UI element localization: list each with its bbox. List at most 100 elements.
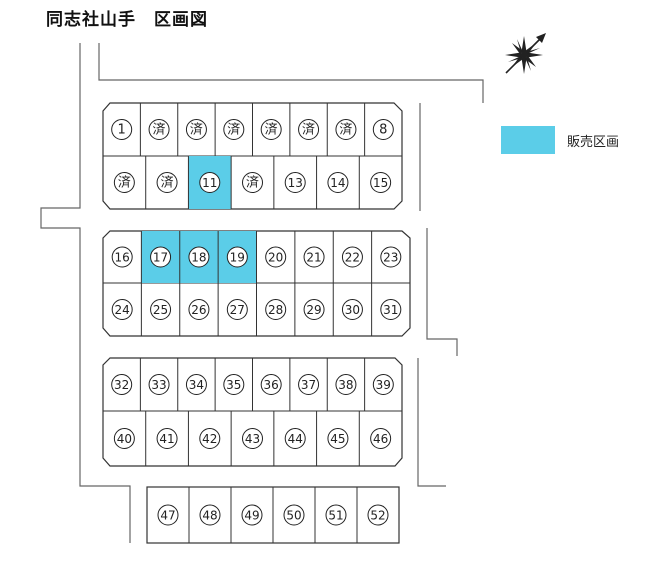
lot-number-circle bbox=[372, 119, 394, 140]
lot-number-circle bbox=[223, 119, 245, 140]
lot-number-circle bbox=[148, 374, 170, 395]
road-outline-right-mid bbox=[426, 228, 458, 356]
north-arrow-head bbox=[536, 33, 546, 43]
lot-number-label: 24 bbox=[115, 303, 130, 317]
lot-number-circle bbox=[380, 299, 402, 320]
lot-number-circle bbox=[327, 172, 349, 193]
lot-number-label: 8 bbox=[379, 123, 387, 138]
lot-number-label: 35 bbox=[226, 378, 241, 392]
lot-number-circle bbox=[199, 428, 221, 449]
lot-number-label: 23 bbox=[383, 251, 398, 265]
lot-number-circle bbox=[283, 504, 305, 526]
lot-number-circle bbox=[185, 119, 207, 140]
lot-number-circle bbox=[325, 504, 347, 526]
lot-number-label: 44 bbox=[288, 432, 303, 446]
lot-number-circle bbox=[260, 119, 282, 140]
lot-number-circle bbox=[199, 504, 221, 526]
lot-number-circle bbox=[188, 299, 210, 320]
lot-number-circle bbox=[284, 172, 306, 193]
lot-number-label: 42 bbox=[202, 432, 217, 446]
lot-number-label: 29 bbox=[306, 303, 321, 317]
lot-number-circle bbox=[150, 246, 172, 268]
lot-for-sale-label: 19 bbox=[230, 251, 245, 265]
lot-number-circle bbox=[335, 374, 357, 395]
lot-number-circle bbox=[226, 299, 248, 320]
lot-sold-label: 済 bbox=[302, 122, 315, 138]
road-outline-left bbox=[40, 43, 131, 543]
page-title: 同志社山手 区画図 bbox=[46, 10, 208, 30]
lot-number-circle bbox=[303, 246, 325, 268]
lot-number-circle bbox=[111, 374, 133, 395]
lot-number-label: 49 bbox=[244, 509, 259, 523]
lot-sold-label: 済 bbox=[246, 175, 259, 191]
lot-number-label: 52 bbox=[370, 509, 385, 523]
north-arrow-icon bbox=[505, 33, 546, 74]
lot-number-circle bbox=[341, 299, 363, 320]
lot-number-label: 28 bbox=[268, 303, 283, 317]
lot-number-label: 46 bbox=[373, 432, 388, 446]
lot-number-label: 33 bbox=[151, 378, 166, 392]
lot-sold-label: 済 bbox=[339, 122, 352, 138]
lot-number-label: 15 bbox=[373, 176, 388, 190]
lot-number-label: 27 bbox=[230, 303, 245, 317]
lot-number-circle bbox=[380, 246, 402, 268]
lot-number-circle bbox=[327, 428, 349, 449]
lot-number-circle bbox=[335, 119, 357, 140]
lot-number-label: 20 bbox=[268, 251, 283, 265]
legend-swatch bbox=[501, 126, 555, 154]
lot-number-label: 13 bbox=[288, 176, 303, 190]
lot-number-label: 22 bbox=[345, 251, 360, 265]
lot-sold-label: 済 bbox=[118, 175, 131, 191]
lot-number-circle bbox=[341, 246, 363, 268]
block-a-outline bbox=[102, 102, 403, 210]
lot-sold-label: 済 bbox=[227, 122, 240, 138]
lot-number-label: 32 bbox=[114, 378, 129, 392]
lot-for-sale-label: 11 bbox=[202, 176, 217, 190]
lot-for-sale-label: 17 bbox=[153, 251, 168, 265]
lot-number-label: 14 bbox=[330, 176, 345, 190]
lot-number-circle bbox=[260, 374, 282, 395]
road-outline-right-lower bbox=[417, 358, 446, 487]
lot-number-circle bbox=[370, 172, 392, 193]
lot-number-label: 50 bbox=[286, 509, 301, 523]
lot-number-label: 47 bbox=[160, 509, 175, 523]
lot-number-label: 26 bbox=[191, 303, 206, 317]
lot-number-label: 45 bbox=[330, 432, 345, 446]
legend-label: 販売区画 bbox=[567, 134, 620, 150]
lot-number-label: 39 bbox=[376, 378, 391, 392]
lot-number-label: 21 bbox=[306, 251, 321, 265]
lot-number-circle bbox=[111, 246, 133, 268]
lot-number-label: 51 bbox=[328, 509, 343, 523]
lot-number-circle bbox=[298, 374, 320, 395]
lot-number-label: 38 bbox=[338, 378, 353, 392]
lot-number-circle bbox=[241, 504, 263, 526]
lot-sold-label: 済 bbox=[153, 122, 166, 138]
lot-number-circle bbox=[157, 504, 179, 526]
lot-number-circle bbox=[265, 246, 287, 268]
lot-number-circle bbox=[242, 172, 263, 193]
lot-number-circle bbox=[150, 299, 172, 320]
lot-number-label: 37 bbox=[301, 378, 316, 392]
lot-for-sale-label: 18 bbox=[191, 251, 206, 265]
lot-number-label: 16 bbox=[115, 251, 130, 265]
legend: 販売区画 bbox=[501, 126, 619, 154]
lot-number-circle bbox=[188, 246, 210, 268]
lot-number-circle bbox=[156, 172, 178, 193]
lot-number-circle bbox=[284, 428, 306, 449]
lot-sold-label: 済 bbox=[161, 175, 174, 191]
lot-number-label: 48 bbox=[202, 509, 217, 523]
road-outline-top bbox=[98, 43, 484, 103]
lot-number-circle bbox=[372, 374, 394, 395]
lot-number-circle bbox=[113, 172, 135, 193]
road-outlines bbox=[40, 43, 484, 543]
lot-number-circle bbox=[242, 428, 263, 449]
lot-number-label: 43 bbox=[245, 432, 260, 446]
lot-sold-label: 済 bbox=[190, 122, 203, 138]
lot-number-label: 36 bbox=[264, 378, 279, 392]
lot-number-circle bbox=[111, 299, 133, 320]
lot-number-circle bbox=[223, 374, 245, 395]
north-arrow-star bbox=[505, 36, 543, 74]
lot-number-circle bbox=[111, 119, 133, 140]
